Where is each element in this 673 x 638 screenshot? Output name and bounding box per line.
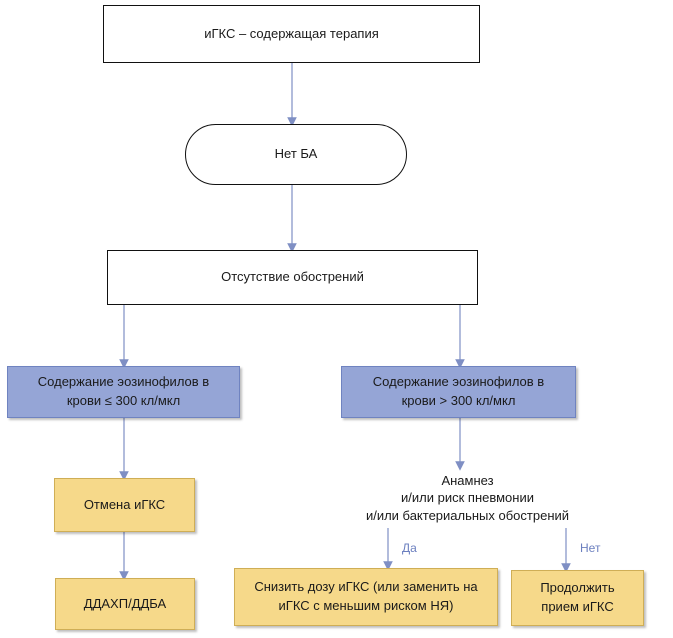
node-cancel-igks: Отмена иГКС [54, 478, 195, 532]
node-continue-igks-label: Продолжить прием иГКС [540, 580, 615, 614]
node-igks-therapy: иГКС – содержащая терапия [103, 5, 480, 63]
node-eos-low: Содержание эозинофилов в крови ≤ 300 кл/… [7, 366, 240, 418]
node-no-exacerbations-label: Отсутствие обострений [221, 269, 364, 285]
node-no-exacerbations: Отсутствие обострений [107, 250, 478, 305]
node-no-ba: Нет БА [185, 124, 407, 185]
node-continue-igks: Продолжить прием иГКС [511, 570, 644, 626]
node-igks-therapy-label: иГКС – содержащая терапия [204, 25, 379, 41]
node-eos-low-label: Содержание эозинофилов в крови ≤ 300 кл/… [37, 374, 210, 408]
node-eos-high: Содержание эозинофилов в крови > 300 кл/… [341, 366, 576, 418]
node-ddahp: ДДАХП/ДДБА [55, 578, 195, 630]
edge-label-no: Нет [580, 541, 601, 555]
node-cancel-igks-label: Отмена иГКС [83, 496, 166, 512]
node-eos-high-label: Содержание эозинофилов в крови > 300 кл/… [372, 374, 545, 408]
node-anamnesis-label: Анамнез и/или риск пневмонии и/или бакте… [365, 472, 570, 523]
node-ddahp-label: ДДАХП/ДДБА [83, 595, 167, 611]
node-reduce-dose-label: Снизить дозу иГКС (или заменить на иГКС … [254, 579, 478, 613]
node-no-ba-label: Нет БА [274, 146, 318, 162]
node-reduce-dose: Снизить дозу иГКС (или заменить на иГКС … [234, 568, 498, 626]
edge-label-yes: Да [402, 541, 417, 555]
node-anamnesis: Анамнез и/или риск пневмонии и/или бакте… [320, 468, 615, 528]
